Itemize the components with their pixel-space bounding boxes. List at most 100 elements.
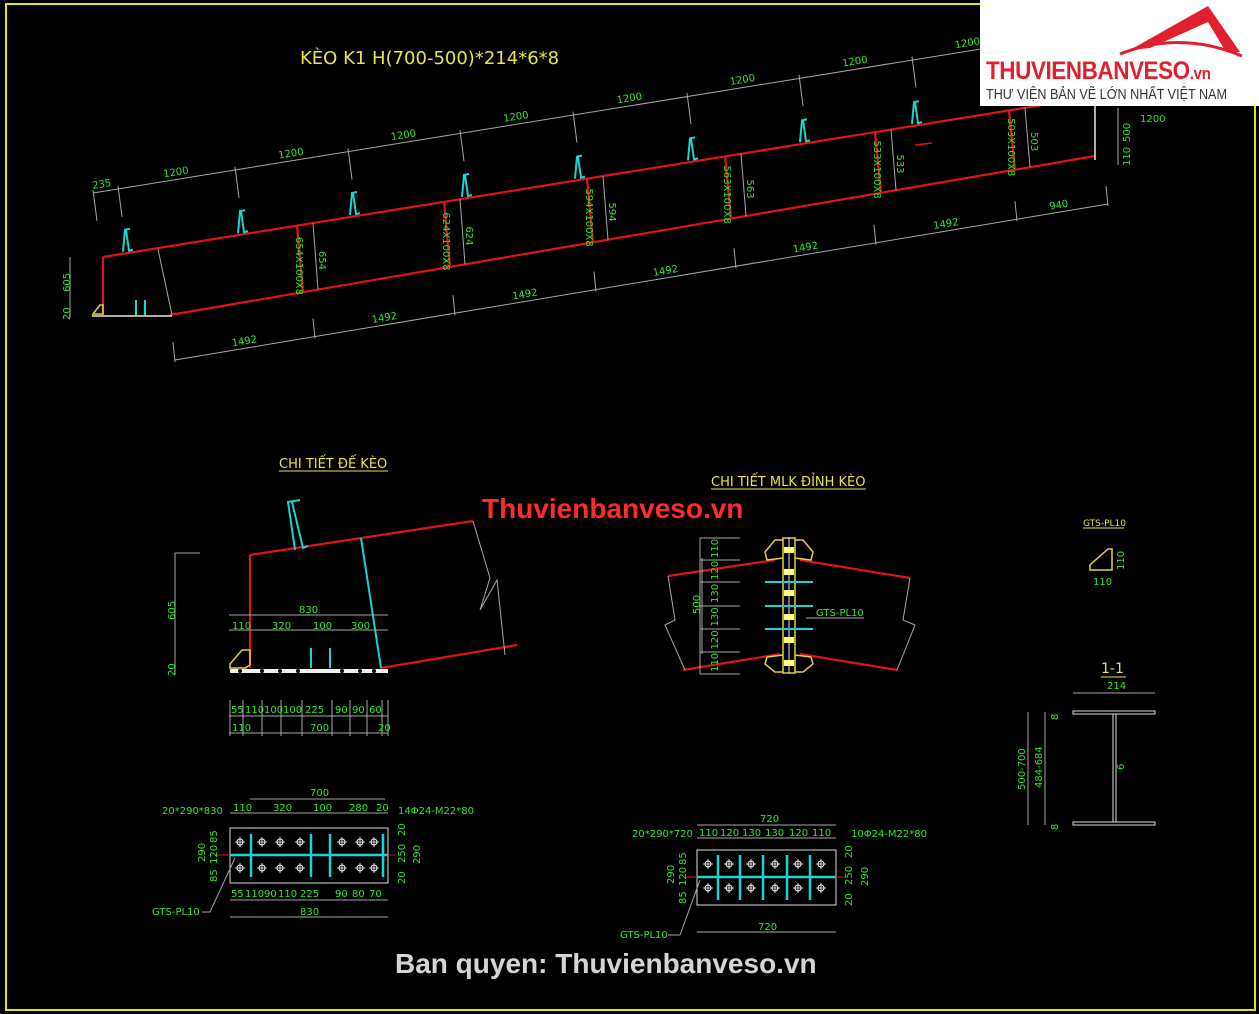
dimension-label: 110 [232,621,251,632]
depth-label: 563 [744,179,755,198]
dimension-label: 1200 [1140,114,1165,125]
dimension-label: 700 [310,723,329,734]
ridge-detail-title: CHI TIẾT MLK ĐỈNH KÈO [711,473,866,490]
bolt-crosshair [793,859,803,869]
dimension-label: 1200 [278,147,305,162]
dimension-label: 20 [844,845,855,858]
beam-bottom-flange [380,643,518,670]
bottom-dimension-ticks [172,185,1109,363]
dimension-label: 110 [245,889,264,900]
dimension-label: 1492 [231,334,258,349]
bolt-crosshair [369,837,379,847]
bolt-crosshair [816,859,826,869]
dimension-label: 1200 [616,91,643,106]
break-lines [664,575,916,671]
depth-label: 624 [463,226,474,245]
dimension-label: 110 [710,653,721,672]
haunch-top [764,539,814,561]
dimension-label: 110 [245,705,264,716]
dimension-label: 1492 [652,264,679,279]
base-plate-plan: 700 110 320 100 280 20 20*290*830 14Φ24-… [152,788,474,918]
bolt-crosshair [770,883,780,893]
bolt [278,669,282,673]
dimension-label: 225 [300,889,319,900]
dimension-label: 20 [397,871,408,884]
purlin-icon [911,100,923,125]
dimension-tick [117,185,123,217]
bolt [296,669,300,673]
dimension-label: 320 [272,621,291,632]
dimension-label: 100 [313,621,332,632]
bolt-crosshair [355,837,365,847]
logo-brand-suffix: .vn [1189,64,1211,83]
gusset-label: GTS-PL10 [620,930,668,941]
dimension-tick [911,56,917,88]
ridge-detail: CHI TIẾT MLK ĐỈNH KÈO 110120130130120110… [664,473,916,675]
break-line [472,520,506,656]
bolt [784,660,794,666]
dimension-label: 110 [699,828,718,839]
bolt [784,614,794,620]
section-cut-line [157,248,173,316]
stiffener-label: 563X100X8 [721,165,732,223]
dimension-tick [686,93,692,125]
dimension-label: 605 [167,601,178,620]
dimension-label: 720 [760,814,779,825]
dimension-tick [452,295,456,316]
dimension-label: 1492 [933,217,960,232]
bolt-crosshair [369,863,379,873]
gusset-plate [229,649,251,669]
stiffener-label: 624X100X8 [440,212,451,270]
drawing-frame [5,3,1256,1011]
dimension-tick [459,130,465,162]
dimension-tick [593,271,597,292]
depth-dimension-line [740,153,747,217]
purlin-icon [799,118,811,143]
stiffener-label: 594X100X8 [583,189,594,247]
section-title: 1-1 [1101,661,1124,677]
dimension-tick [172,341,176,363]
dimension-label: 110 [1116,551,1127,570]
plate-label: 20*290*720 [632,829,693,840]
dimension-tick [1105,185,1109,207]
bolt-crosshair [275,837,285,847]
dimension-label: 290 [860,867,871,886]
dimension-label: 100 [264,705,283,716]
logo-tagline: THƯ VIỆN BẢN VẼ LỚN NHẤT VIỆT NAM [986,86,1227,103]
gusset-shape [1089,548,1113,571]
dimension-tick [347,148,353,180]
dimension-label: 300 [351,621,370,632]
dimension-label: 120 [710,561,721,580]
stiffener [723,156,733,219]
dimension-label: 214 [1107,681,1126,692]
bolt-crosshair [703,859,713,869]
plate-label: 20*290*830 [162,806,223,817]
stiffener-label: 533X100X8 [871,140,882,198]
dimension-tick [873,224,877,245]
dimension-label: 250 [844,866,855,885]
bolt-crosshair [337,863,347,873]
dimension-label: 290 [666,865,677,884]
dimension-label: 20 [167,663,178,676]
top-dimension-line [92,27,1111,194]
bolt-crosshair [746,859,756,869]
dimension-label: 55 [231,889,244,900]
bolt-crosshair [275,863,285,873]
ridge-plan-bolts [703,855,826,900]
marker [914,142,933,146]
dimension-label: 110 [812,828,831,839]
dimension-label: 20 [376,803,389,814]
bolt [784,590,794,596]
dimension-tick [234,166,240,198]
haunch-bottom [764,654,814,673]
bolt-crosshair [793,883,803,893]
depth-dimension-line [602,176,609,240]
main-rafter-elevation: KÈO K1 H(700-500)*214*6*8 23512001200120… [62,24,1166,363]
dimension-label: 70 [369,889,382,900]
